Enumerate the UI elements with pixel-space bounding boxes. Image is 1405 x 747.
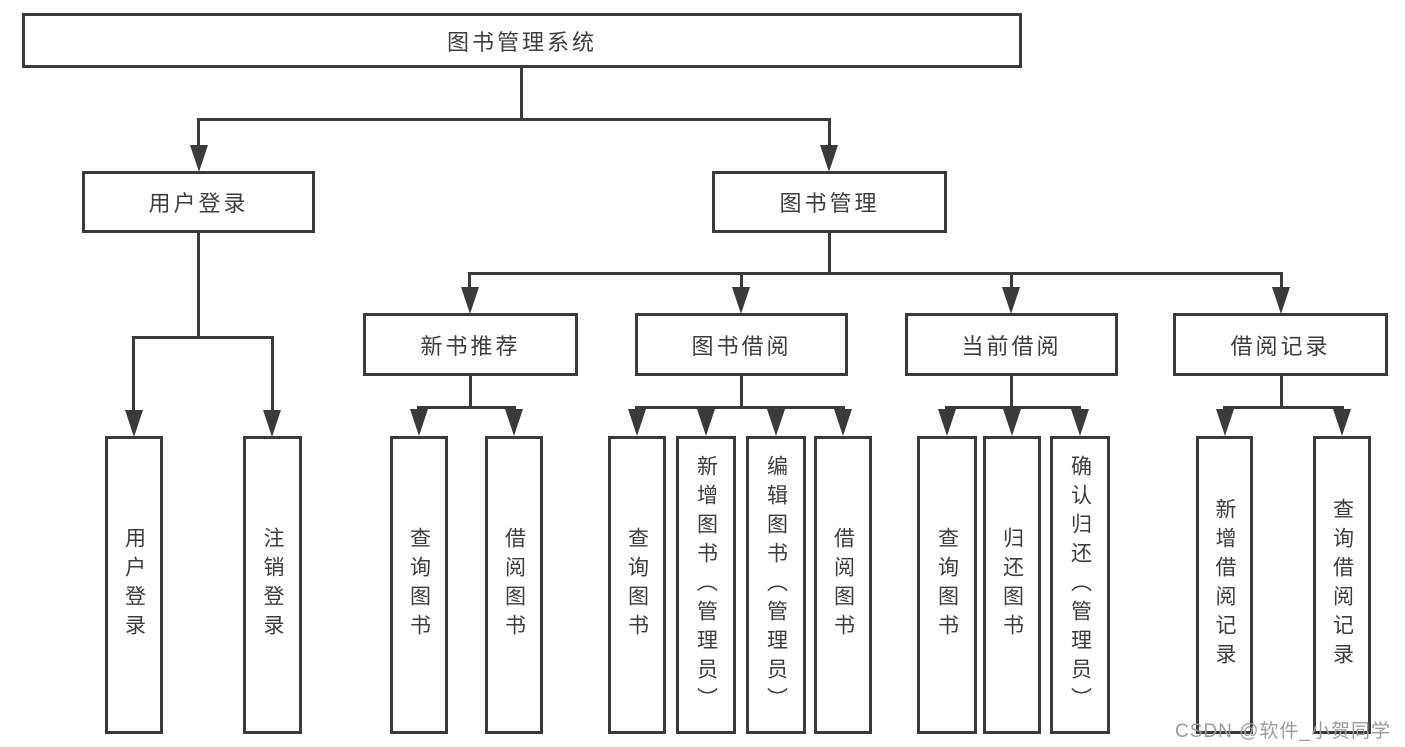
node-label: 借阅图书 [831,527,855,643]
connector-line [740,275,743,290]
node-add-borrow-record: 新增借阅记录 [1196,436,1253,734]
connector-line [132,339,135,413]
node-current-borrowing: 当前借阅 [905,313,1118,376]
node-book-management: 图书管理 [712,171,947,233]
node-root-library-system: 图书管理系统 [22,13,1022,68]
node-borrow-books-recommend: 借阅图书 [485,436,543,734]
connector-line [740,376,743,409]
node-query-books-current: 查询图书 [917,436,977,734]
node-label: 借阅记录 [1230,333,1331,359]
node-label: 编辑图书（管理员） [764,454,788,716]
arrow-down-icon [190,145,208,172]
arrow-down-icon [628,409,646,436]
connector-line [520,67,523,121]
node-label: 注销登录 [261,527,284,643]
arrow-down-icon [1002,287,1020,314]
arrow-down-icon [938,409,956,436]
connector-line [1010,275,1013,290]
node-label: 借阅图书 [502,527,526,643]
node-logout: 注销登录 [243,436,302,734]
arrow-down-icon [697,409,715,436]
connector-line [468,272,1283,275]
node-query-borrow-record: 查询借阅记录 [1313,436,1371,734]
connector-line [1223,406,1344,409]
node-label: 查询借阅记录 [1330,498,1354,672]
connector-line [1010,376,1013,409]
connector-line [197,118,831,121]
connector-line [417,406,516,409]
node-label: 确认归还（管理员） [1068,454,1092,716]
arrow-down-icon [1071,409,1089,436]
connector-line [132,336,274,339]
node-label: 查询图书 [625,527,649,643]
node-label: 新书推荐 [420,333,521,359]
connector-line [1280,275,1283,290]
arrow-down-icon [263,410,281,437]
connector-line [945,406,1081,409]
node-user-login: 用户登录 [82,171,315,233]
node-confirm-return-admin: 确认归还（管理员） [1050,436,1110,734]
node-label: 查询图书 [407,527,431,643]
node-label: 查询图书 [935,527,959,643]
arrow-down-icon [1333,409,1351,436]
node-edit-book-admin: 编辑图书（管理员） [746,436,806,734]
connector-line [468,275,471,290]
arrow-down-icon [1272,287,1290,314]
arrow-down-icon [125,410,143,437]
node-label: 新增借阅记录 [1213,498,1236,672]
node-query-books-recommend: 查询图书 [390,436,448,734]
node-label: 图书管理 [779,191,880,216]
node-label: 归还图书 [1000,527,1024,643]
connector-line [197,121,200,149]
arrow-down-icon [767,409,785,436]
node-add-book-admin: 新增图书（管理员） [676,436,736,734]
arrow-down-icon [1003,409,1021,436]
arrow-down-icon [461,287,479,314]
connector-line [635,406,845,409]
arrow-down-icon [834,409,852,436]
node-label: 图书借阅 [691,333,792,359]
arrow-down-icon [505,409,523,436]
arrow-down-icon [732,287,750,314]
node-label: 新增图书（管理员） [694,454,718,716]
arrow-down-icon [1216,409,1234,436]
node-new-book-recommend: 新书推荐 [363,313,578,376]
node-return-book: 归还图书 [983,436,1041,734]
node-borrowing-records: 借阅记录 [1173,313,1388,376]
node-label: 用户登录 [148,191,249,216]
node-label: 当前借阅 [961,333,1062,359]
arrow-down-icon [820,145,838,172]
connector-line [1280,376,1283,409]
connector-line [271,339,274,413]
node-user-login-leaf: 用户登录 [105,436,163,734]
node-query-books-borrowing: 查询图书 [608,436,666,734]
node-label: 图书管理系统 [446,29,597,55]
csdn-watermark: CSDN @软件_小贺同学 [1175,721,1391,742]
node-borrow-books-borrowing: 借阅图书 [814,436,872,734]
connector-line [828,233,831,275]
connector-line [197,233,200,339]
connector-line [469,376,472,409]
node-label: 用户登录 [122,527,146,643]
connector-line [828,121,831,149]
node-book-borrowing: 图书借阅 [635,313,848,376]
arrow-down-icon [410,409,428,436]
